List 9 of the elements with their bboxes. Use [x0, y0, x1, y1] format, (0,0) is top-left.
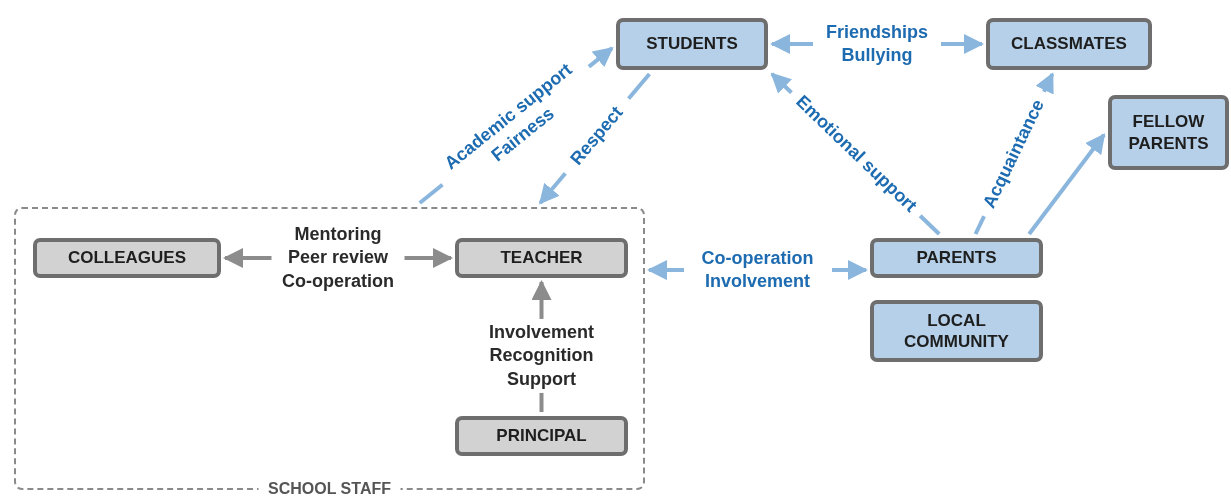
entity-box: LOCAL COMMUNITY	[870, 300, 1043, 362]
arrow	[1027, 133, 1106, 236]
entity-box: TEACHER	[455, 238, 628, 278]
entity-box: STUDENTS	[616, 18, 768, 70]
entity-box: PRINCIPAL	[455, 416, 628, 456]
entity-box: FELLOW PARENTS	[1108, 95, 1229, 170]
entity-box: CLASSMATES	[986, 18, 1152, 70]
entity-box: COLLEAGUES	[33, 238, 221, 278]
entity-box: PARENTS	[870, 238, 1043, 278]
